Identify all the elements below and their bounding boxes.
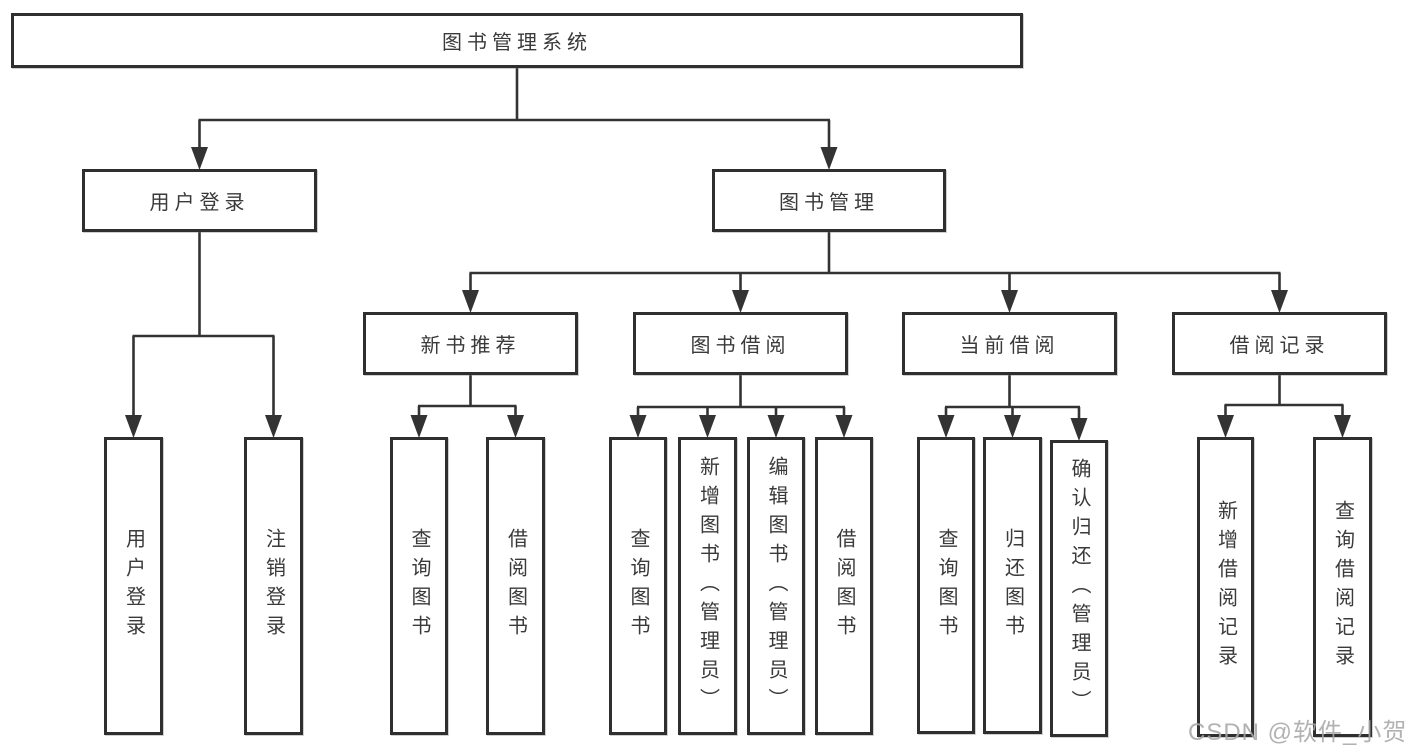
arrowhead-nr-query <box>410 415 428 438</box>
arrowhead-logout-action <box>265 415 282 438</box>
node-root: 图书管理系统 <box>11 13 1023 68</box>
node-borrow-records: 借阅记录 <box>1172 312 1387 375</box>
node-cb-query: 查询图书 <box>917 437 975 734</box>
arrowhead-nr-borrow <box>507 415 524 438</box>
node-user-login: 用户登录 <box>82 169 317 232</box>
node-br-add: 新增借阅记录 <box>1197 437 1254 737</box>
arrowhead-bb-borrow <box>835 415 853 438</box>
arrowhead-cb-query <box>937 415 955 438</box>
arrowhead-new-rec <box>462 290 479 313</box>
node-cb-return: 归还图书 <box>983 437 1042 734</box>
node-bb-borrow: 借阅图书 <box>815 437 873 735</box>
node-bb-add: 新增图书（管理员） <box>678 437 737 735</box>
arrowhead-login-action <box>125 415 142 438</box>
node-book-mgmt: 图书管理 <box>712 169 946 232</box>
arrowhead-br-add <box>1217 415 1234 438</box>
node-cur-borrow: 当前借阅 <box>902 312 1117 375</box>
node-bb-edit: 编辑图书（管理员） <box>747 437 805 735</box>
arrowhead-book-mgmt <box>820 147 838 170</box>
node-nr-borrow: 借阅图书 <box>486 437 545 735</box>
arrowhead-cb-confirm <box>1070 418 1088 441</box>
watermark: CSDN @软件_小贺同学 <box>1188 719 1405 746</box>
arrowhead-user-login <box>191 147 208 170</box>
arrowhead-book-borrow <box>732 290 749 313</box>
arrowhead-br-query <box>1334 415 1351 438</box>
arrowhead-cb-return <box>1004 415 1021 438</box>
arrowhead-cur-borrow <box>1001 290 1018 313</box>
arrowhead-bb-query <box>629 415 647 438</box>
node-new-rec: 新书推荐 <box>363 312 578 375</box>
arrowhead-bb-edit <box>767 415 785 438</box>
node-cb-confirm: 确认归还（管理员） <box>1050 440 1108 737</box>
node-book-borrow: 图书借阅 <box>633 312 848 375</box>
node-logout-action: 注销登录 <box>244 437 303 735</box>
arrowhead-borrow-records <box>1271 290 1288 313</box>
node-login-action: 用户登录 <box>104 437 163 735</box>
node-nr-query: 查询图书 <box>390 437 448 735</box>
arrowhead-bb-add <box>699 415 716 438</box>
node-bb-query: 查询图书 <box>609 437 667 735</box>
node-br-query: 查询借阅记录 <box>1313 437 1372 737</box>
